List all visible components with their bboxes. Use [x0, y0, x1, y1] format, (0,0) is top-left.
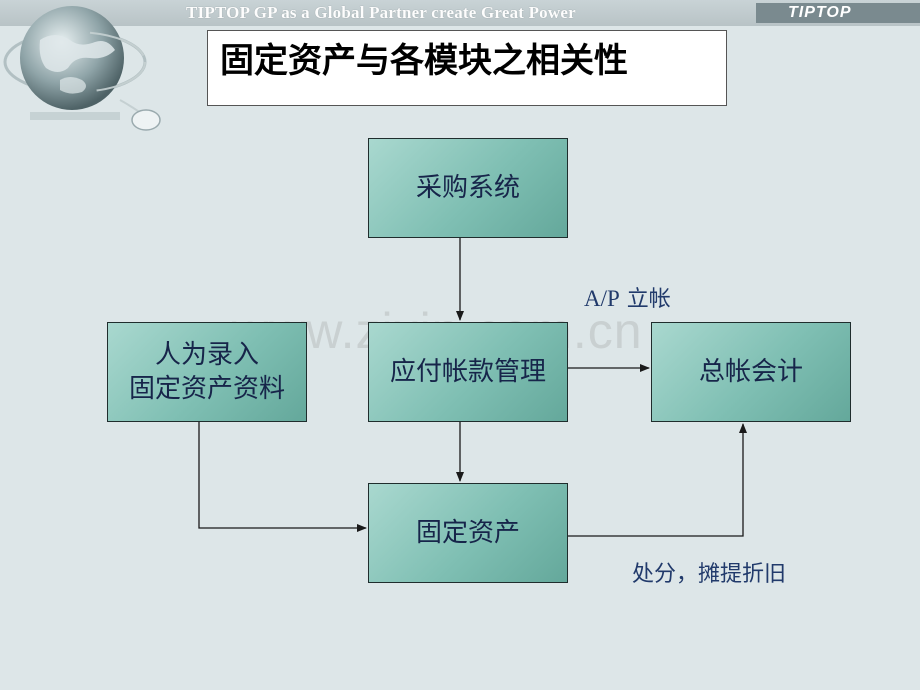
arrow-manual-to-fa [198, 422, 367, 532]
manual-entry-line-1: 人为录入 [154, 340, 259, 370]
brand-logo: TIPTOP [788, 4, 852, 21]
accounts-payable-label: 应付帐款管理 [389, 357, 546, 387]
fixed-asset-box: 固定资产 [368, 483, 568, 583]
ap-posting-note: A/P 立帐 [584, 286, 671, 313]
brand-bar [756, 3, 920, 23]
accounts-payable-box: 应付帐款管理 [368, 322, 568, 422]
general-ledger-label: 总帐会计 [698, 357, 803, 387]
general-ledger-box: 总帐会计 [651, 322, 851, 422]
ap-posting-note-latin: A/P [584, 286, 620, 311]
purchase-system-label: 采购系统 [415, 173, 520, 203]
purchase-system-box: 采购系统 [368, 138, 568, 238]
ap-posting-note-cjk: 立帐 [626, 287, 671, 312]
arrow-fa-to-gl [568, 423, 747, 537]
page-title: 固定资产与各模块之相关性 [220, 41, 628, 81]
fixed-asset-label: 固定资产 [415, 518, 520, 548]
disposal-depreciation-note: 处分，摊提折旧 [632, 562, 787, 587]
header-tagline: TIPTOP GP as a Global Partner create Gre… [186, 3, 576, 22]
title-box: 固定资产与各模块之相关性 [207, 30, 727, 106]
manual-entry-box: 人为录入 固定资产资料 [107, 322, 307, 422]
globe-mouse-logo [3, 6, 161, 131]
manual-entry-line-2: 固定资产资料 [128, 374, 285, 404]
